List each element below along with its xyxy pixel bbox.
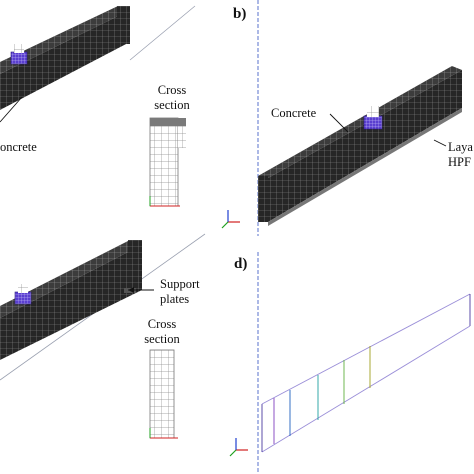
panel-d [229, 252, 471, 474]
guide-line [129, 5, 196, 61]
beam-mesh [0, 6, 130, 110]
axis-triad-b [221, 210, 240, 229]
panel-c-support-line2: plates [160, 292, 190, 306]
panel-c-cross-section-line2: section [144, 332, 180, 346]
panel-a-cross-section-line2: section [154, 98, 190, 112]
panel-a [0, 5, 196, 207]
panel-b [221, 0, 462, 236]
axis-triad-d [229, 438, 248, 457]
panel-b-layer-line1: Laya [448, 140, 473, 154]
panel-b-tag: b) [233, 6, 247, 22]
beam-mesh-c [0, 240, 142, 360]
cross-section-c [149, 349, 178, 439]
rebar-frame [261, 293, 471, 453]
concrete-leader [329, 113, 349, 133]
panel-c-support-line1: Support [160, 277, 200, 291]
panel-a-concrete-label: oncrete [0, 140, 37, 154]
cross-section-a [149, 117, 186, 207]
panel-a-cross-section-line1: Cross [157, 83, 187, 97]
label-leader [0, 96, 23, 123]
load-plate [10, 44, 28, 65]
load-plate-c [14, 284, 32, 305]
beam-mesh-b [258, 66, 462, 226]
layer-leader [433, 139, 447, 147]
panel-b-concrete-label: Concrete [271, 106, 317, 120]
panel-c-cross-section-line1: Cross [147, 317, 177, 331]
panel-c [0, 233, 206, 439]
panel-d-tag: d) [234, 256, 248, 272]
panel-b-layer-line2: HPF [448, 155, 471, 169]
load-plate-b [363, 106, 383, 130]
